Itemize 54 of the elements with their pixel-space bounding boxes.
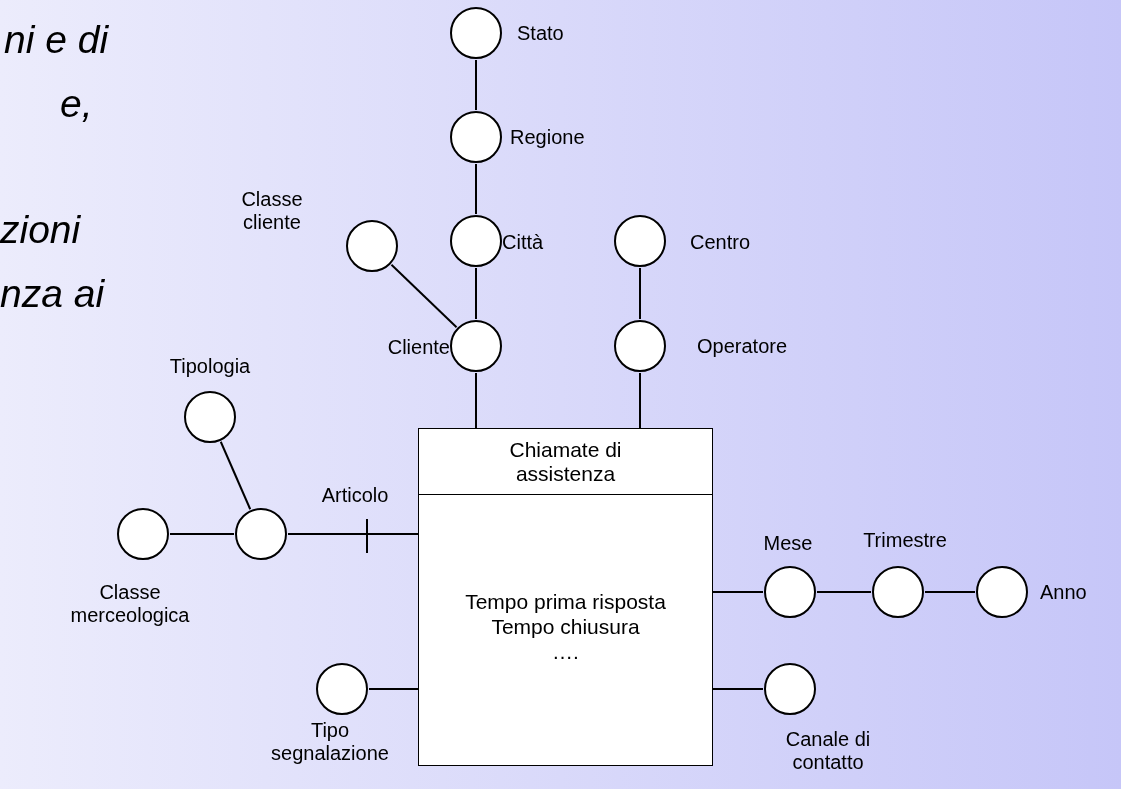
text-fragment: e, bbox=[60, 82, 93, 126]
connector-line bbox=[287, 533, 419, 535]
connector-line bbox=[475, 267, 477, 320]
connector-line bbox=[368, 688, 419, 690]
connector-line bbox=[219, 440, 252, 511]
attribute-name: Classe merceologica bbox=[69, 581, 191, 627]
connector-line bbox=[475, 59, 477, 111]
measure-name: Tempo chiusura bbox=[491, 615, 640, 638]
measure-name: …. bbox=[552, 640, 579, 663]
attribute-name: Anno bbox=[1040, 581, 1087, 604]
attribute-circle bbox=[976, 566, 1028, 618]
attribute-circle bbox=[614, 320, 666, 372]
attribute-circle bbox=[117, 508, 169, 560]
attribute-circle bbox=[184, 391, 236, 443]
attribute-circle bbox=[316, 663, 368, 715]
connector-line bbox=[639, 267, 641, 320]
attribute-name: Canale di contatto bbox=[784, 728, 872, 774]
attribute-name: Trimestre bbox=[863, 529, 947, 552]
attribute-circle bbox=[614, 215, 666, 267]
attribute-name: Stato bbox=[517, 22, 564, 45]
attribute-name: Operatore bbox=[697, 335, 788, 358]
attribute-name: Articolo bbox=[321, 484, 389, 507]
connector-line bbox=[390, 263, 458, 329]
text-fragment: nza ai bbox=[0, 272, 105, 316]
connector-line bbox=[712, 591, 764, 593]
attribute-name: Mese bbox=[763, 532, 813, 555]
attribute-name: Tipo segnalazione bbox=[270, 719, 390, 765]
connector-line bbox=[924, 591, 976, 593]
attribute-name: Centro bbox=[690, 231, 751, 254]
attribute-name: Tipologia bbox=[169, 355, 251, 378]
attribute-name: Città bbox=[502, 231, 544, 254]
connector-line bbox=[639, 372, 641, 429]
attribute-circle bbox=[450, 7, 502, 59]
measure-name: Tempo prima risposta bbox=[465, 590, 666, 613]
text-fragment: zioni bbox=[0, 208, 81, 252]
attribute-circle bbox=[450, 215, 502, 267]
connector-line bbox=[816, 591, 872, 593]
fact-name: Chiamate di assistenza bbox=[508, 437, 623, 486]
attribute-circle bbox=[450, 111, 502, 163]
attribute-name: Cliente bbox=[387, 336, 450, 359]
attribute-circle bbox=[872, 566, 924, 618]
connector-line bbox=[169, 533, 235, 535]
connector-line bbox=[475, 163, 477, 215]
attribute-name: Classe cliente bbox=[240, 188, 304, 234]
connector-line bbox=[475, 372, 477, 429]
attribute-circle bbox=[764, 566, 816, 618]
connector-line bbox=[712, 688, 764, 690]
attribute-name: Regione bbox=[510, 126, 585, 149]
attribute-circle bbox=[235, 508, 287, 560]
attribute-circle bbox=[346, 220, 398, 272]
attribute-circle bbox=[450, 320, 502, 372]
attribute-circle bbox=[764, 663, 816, 715]
text-fragment: ni e di bbox=[4, 18, 109, 62]
fact-box bbox=[418, 428, 713, 766]
